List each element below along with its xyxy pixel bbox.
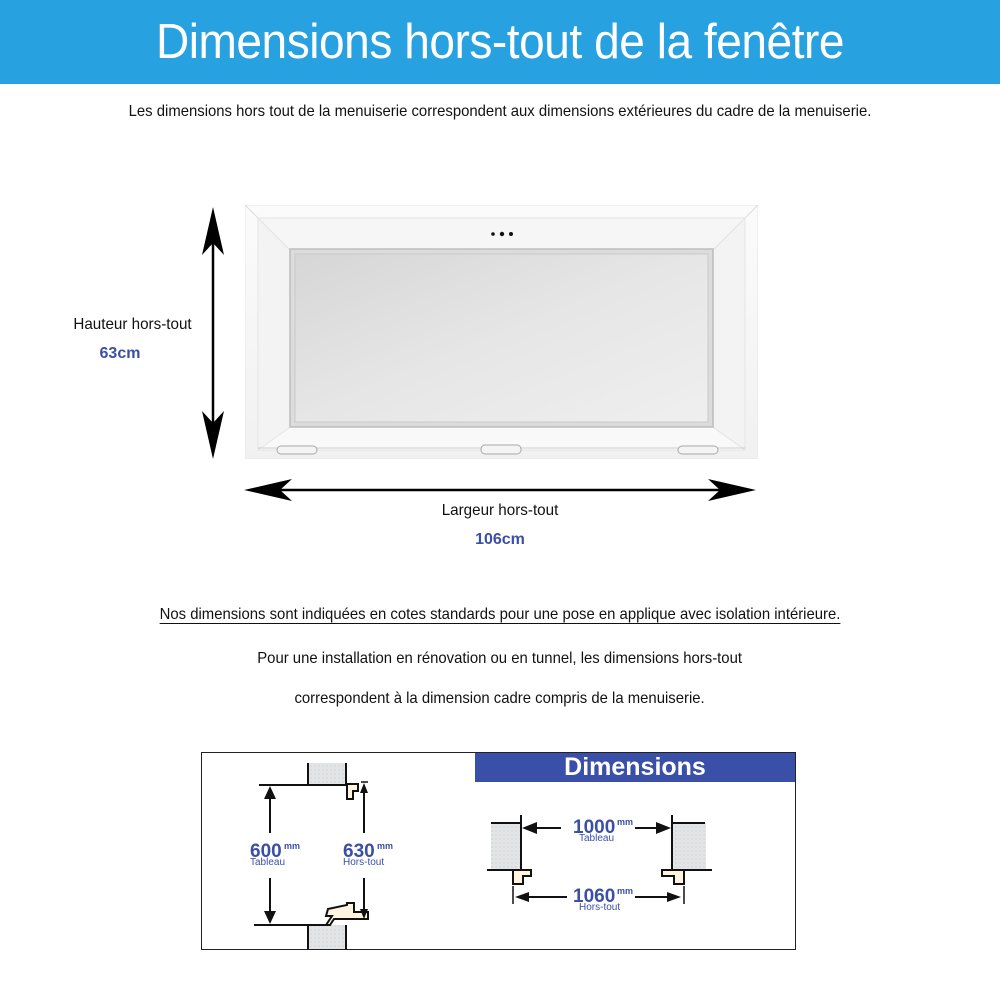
- note-renovation-line2: correspondent à la dimension cadre compr…: [294, 690, 706, 707]
- horizontal-double-arrow-icon: [244, 479, 756, 501]
- height-label-block: Hauteur hors-tout 63cm: [55, 316, 210, 363]
- page-header: Dimensions hors-tout de la fenêtre: [0, 0, 1000, 84]
- svg-text:mm: mm: [377, 841, 393, 851]
- height-label: Hauteur hors-tout: [73, 316, 192, 333]
- intro-text: Les dimensions hors tout de la menuiseri…: [128, 103, 872, 120]
- horstout-height-label: Hors-tout: [343, 857, 384, 868]
- tableau-width-label: Tableau: [579, 833, 614, 844]
- tableau-width-value: 1000: [573, 817, 615, 838]
- window-dimension-diagram: Hauteur hors-tout 63cm: [55, 205, 758, 549]
- handle-dots-icon: [491, 231, 513, 237]
- technical-dimensions-diagram: Dimensions: [201, 752, 796, 950]
- svg-text:mm: mm: [617, 817, 633, 827]
- svg-text:mm: mm: [284, 841, 300, 851]
- tableau-height-value: 600: [250, 841, 282, 862]
- height-value: 63cm: [99, 345, 141, 362]
- horstout-width-value: 1060: [573, 886, 615, 907]
- svg-text:mm: mm: [617, 886, 633, 896]
- horstout-width-label: Hors-tout: [579, 902, 620, 913]
- hinge-icon: [276, 444, 719, 455]
- note-renovation-line1: Pour une installation en rénovation ou e…: [257, 650, 743, 667]
- vertical-section-drawing: 600 mm Tableau 630 mm Hors-tout: [250, 763, 393, 949]
- note-standard-dimensions: Nos dimensions sont indiquées en cotes s…: [159, 606, 841, 623]
- window-image: [245, 205, 758, 459]
- width-label-block: Largeur hors-tout 106cm: [400, 502, 600, 549]
- width-label: Largeur hors-tout: [441, 502, 559, 519]
- horstout-height-value: 630: [343, 841, 375, 862]
- vertical-double-arrow-icon: [202, 207, 224, 459]
- tableau-height-label: Tableau: [250, 857, 285, 868]
- page-title: Dimensions hors-tout de la fenêtre: [155, 15, 845, 69]
- width-value: 106cm: [475, 531, 525, 548]
- horizontal-section-drawing: 1000 mm Tableau 1060 mm Hors-tout: [487, 815, 712, 913]
- dimensions-banner-title: Dimensions: [564, 753, 706, 781]
- dimensions-banner: Dimensions: [475, 753, 795, 782]
